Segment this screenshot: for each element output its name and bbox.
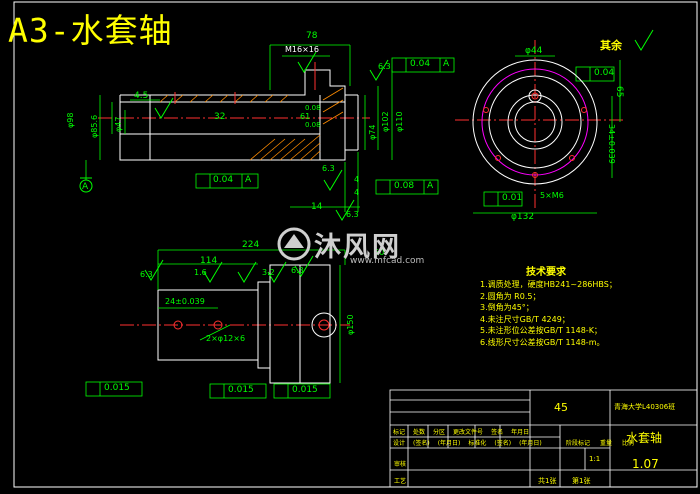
watermark-logo-icon: [277, 227, 311, 261]
row-design: 设计 (签名) (年月日) 标准化 (签名) (年月日): [393, 438, 542, 447]
side-view: [120, 249, 350, 384]
dim-61: 61: [300, 112, 311, 121]
rest-label: 其余: [600, 39, 622, 52]
dim-98: φ98: [66, 112, 75, 128]
dim-224: 224: [242, 240, 260, 250]
label-approve: 审核: [394, 461, 407, 468]
label-mark: 标记: [393, 429, 406, 436]
tol-flat: 0.08: [394, 181, 415, 191]
dim-0-08-a: 0.08: [305, 104, 321, 112]
part-name: 水套轴: [626, 431, 663, 445]
dim-24: 24±0.039: [165, 297, 205, 306]
dim-4-b: 4: [354, 188, 360, 197]
dim-114: 114: [200, 256, 218, 266]
tol-position: 0.01: [502, 193, 523, 203]
tech-req-item: 6.线形尺寸公差按GB/T 1148-m。: [480, 337, 605, 347]
dim-34: 34±0.039: [607, 124, 616, 164]
label-sign2: (签名): [413, 440, 430, 447]
dim-0-08-b: 0.08: [305, 121, 321, 129]
label-date3: (年月日): [519, 440, 542, 447]
dim-102: φ102: [381, 111, 390, 132]
label-count: 处数: [413, 429, 426, 436]
tolerance-frames-top: [85, 57, 615, 399]
tech-req-list: 1.调质处理，硬度HB241~286HBS； 2.圆角为 R0.5； 3.倒角为…: [480, 279, 617, 348]
label-std: 标准化: [468, 440, 487, 447]
sheets-total: 共1张: [538, 477, 557, 485]
tech-req-item: 2.圆角为 R0.5；: [480, 291, 541, 301]
scale-value: 1.07: [632, 457, 659, 471]
watermark: 沐风网: [276, 226, 401, 263]
tol-top-flat: 0.04: [410, 59, 431, 69]
title-block-grid: [389, 389, 698, 488]
dim-47: φ47: [114, 116, 123, 132]
school: 青海大学L40306班: [614, 403, 676, 411]
label-date: 年月日: [511, 429, 530, 436]
stage-labels: 阶段标记 重量 比例: [566, 438, 634, 447]
dim-m16: M16×16: [285, 45, 319, 54]
roughness-1-6-a: 1.6: [194, 268, 207, 277]
label-zone: 分区: [433, 429, 446, 436]
tech-req-item: 1.调质处理，硬度HB241~286HBS；: [480, 280, 617, 289]
label-process: 工艺: [394, 478, 407, 485]
material: 45: [554, 401, 568, 414]
label-change: 更改文件号: [453, 429, 484, 436]
tech-req-item: 4.未注尺寸GB/T 4249；: [480, 314, 570, 324]
roughness-6-3-b: 6.3: [322, 164, 335, 173]
main-section-view: [79, 44, 393, 221]
scale-label: 1:1: [589, 455, 601, 463]
dim-60: 60: [374, 248, 385, 257]
tol-runout-ref: A: [245, 175, 252, 185]
dim-150: φ150: [346, 314, 355, 335]
tol-runout: 0.04: [213, 175, 234, 185]
tol-side-3: 0.015: [292, 385, 318, 395]
row-labels: 标记 处数 分区 更改文件号 签名 年月日: [393, 427, 529, 436]
dim-85: φ85.6: [90, 114, 99, 138]
roughness-6-3-a: 6.3: [378, 62, 391, 71]
end-view: [455, 29, 654, 214]
drawing-border: [13, 1, 698, 488]
drawing-title: A3-水套轴: [8, 11, 173, 50]
tol-perp: 0.04: [594, 68, 615, 78]
label-weight: 重量: [600, 440, 613, 447]
dim-78: 78: [306, 31, 318, 41]
tol-top-flat-ref: A: [443, 59, 450, 69]
roughness-6-3-e: 6.3: [291, 266, 304, 275]
dim-5xm6: 5×M6: [540, 191, 564, 200]
tol-side-1: 0.015: [104, 383, 130, 393]
dim-74: φ74: [368, 124, 377, 140]
label-sign3: (签名): [494, 440, 512, 447]
tol-side-2: 0.015: [228, 385, 254, 395]
watermark-url: www.mfcad.com: [350, 256, 425, 266]
tech-req-heading: 技术要求: [526, 267, 566, 278]
roughness-3-2: 3.2: [262, 268, 275, 277]
roughness-6-3-c: 6.3: [346, 210, 359, 219]
datum-a: A: [82, 182, 89, 192]
dim-44: φ44: [525, 46, 543, 56]
tol-flat-ref: A: [427, 181, 434, 191]
dim-4-5: 4.5: [134, 91, 149, 101]
dim-4: 4: [354, 175, 360, 184]
dim-32: 32: [214, 112, 226, 122]
tech-req-item: 5.未注形位公差按GB/T 1148-K；: [480, 326, 602, 335]
sheet-number: 第1张: [572, 477, 591, 485]
label-scale: 比例: [622, 440, 635, 447]
tech-req-item: 3.倒角为45°；: [480, 303, 534, 312]
watermark-brand: 沐风网: [314, 231, 401, 263]
dim-110: φ110: [395, 111, 404, 132]
label-stage: 阶段标记: [566, 440, 591, 447]
dim-14: 14: [311, 202, 323, 212]
label-sign: 签名: [491, 429, 504, 436]
dim-65: 65: [614, 86, 624, 98]
label-date2: (年月日): [437, 440, 461, 447]
dim-2x12: 2×φ12×6: [206, 334, 246, 343]
roughness-6-3-d: 6.3: [140, 270, 153, 279]
dim-132: φ132: [511, 212, 535, 222]
label-design: 设计: [393, 440, 406, 447]
